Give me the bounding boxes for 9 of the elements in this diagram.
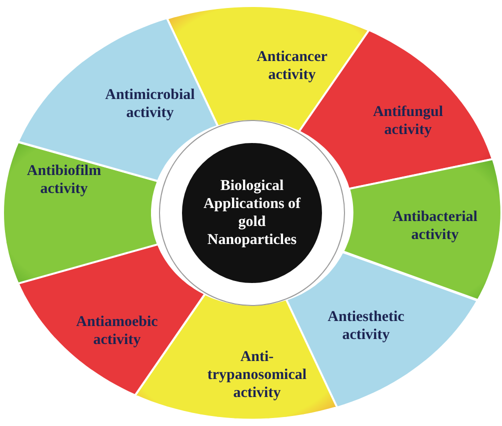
activity-label: Antimicrobial activity: [104, 86, 196, 122]
activity-label: Antifungul activity: [372, 102, 444, 139]
activity-label: Antiamoebic activity: [75, 312, 159, 349]
activity-label: Anti-trypanosomical activity: [206, 348, 308, 402]
activity-label: Anticancer activity: [256, 48, 328, 84]
center-title: Biological Applications of gold Nanoparticles: [202, 177, 302, 249]
activity-label: Antibacterial activity: [391, 208, 478, 244]
activity-label: Antiesthetic activity: [326, 308, 406, 344]
activity-label: Antibiofilm activity: [26, 162, 102, 198]
